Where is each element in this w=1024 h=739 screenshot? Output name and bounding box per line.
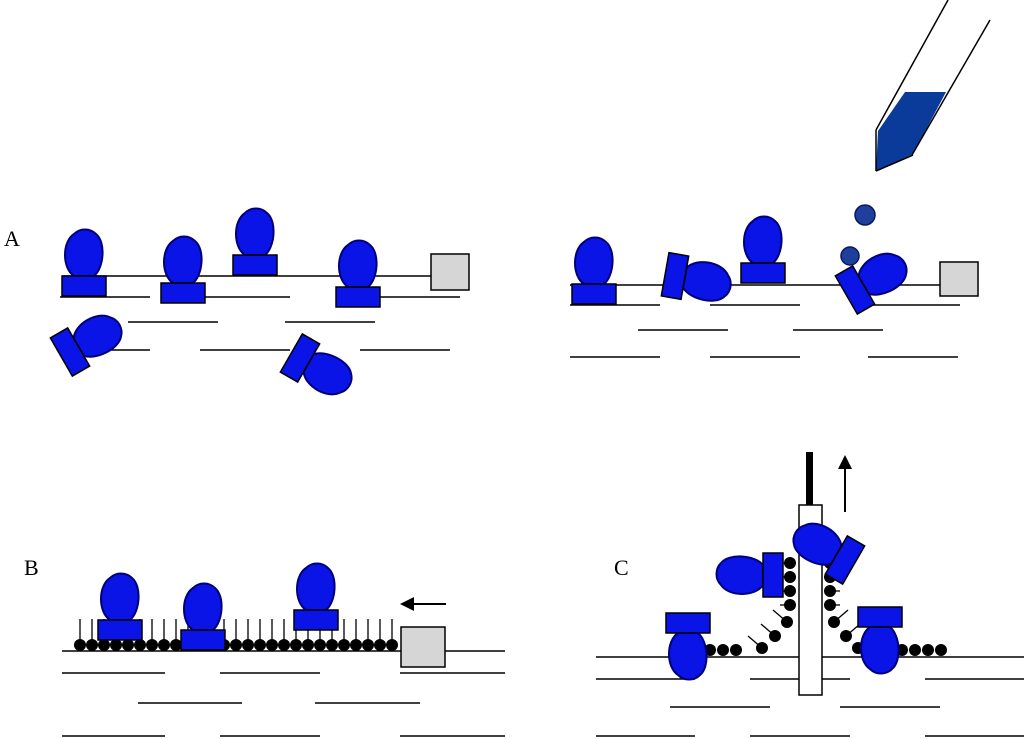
lipid-molecule [717,644,729,656]
protein [660,251,736,309]
panel-c: C [596,452,1024,737]
protein [571,236,617,305]
droplet [854,204,876,226]
protein [335,239,381,308]
withdrawal-arrow [838,455,852,512]
lipid-molecule [362,619,374,651]
protein [61,228,107,297]
protein [784,511,866,586]
panel-b: B [24,555,505,737]
lipid-molecule [170,619,182,651]
lipid-molecule [338,619,350,651]
protein [293,562,339,631]
lipid-molecule [840,623,861,642]
lipid-molecule [824,599,840,611]
protein [180,582,226,651]
lipid-molecule [230,619,242,651]
protein [740,215,786,284]
lipid-molecule [386,619,398,651]
lipid-molecule [909,644,921,656]
lipid-molecule [760,623,781,642]
lipid-molecule [158,619,170,651]
lipid-molecule [828,609,849,628]
barrier-block [430,253,470,291]
lipid-molecule [254,619,266,651]
droplet [840,246,860,266]
lipid-molecule [730,644,742,656]
lipid-molecule [824,585,840,597]
compression-arrow [400,597,446,611]
panel-a-left-scene [49,207,470,407]
lipid-molecule [146,619,158,651]
protein [715,552,784,598]
protein [665,612,711,681]
substrate-holder [806,452,813,507]
lipid-molecule [86,619,98,651]
barrier-block [400,626,446,668]
panel-b-label: B [24,555,39,580]
protein [279,332,361,407]
lipid-molecule [780,599,796,611]
protein [49,303,131,378]
barrier-block [939,261,979,297]
panel-a: A [4,0,991,407]
protein [232,207,278,276]
panel-a-right-scene [570,0,991,358]
protein [857,606,903,675]
panel-a-label: A [4,226,20,251]
lipid-molecule [772,609,793,628]
lipid-molecule [374,619,386,651]
lipid-molecule [74,619,86,651]
lipid-molecule [266,619,278,651]
lipid-molecule [922,644,934,656]
pipette [875,0,991,172]
protein [97,572,143,641]
lipid-molecule [747,635,768,654]
protein [160,235,206,304]
panel-c-label: C [614,555,629,580]
lipid-molecule [242,619,254,651]
lipid-molecule [278,619,290,651]
lipid-molecule [350,619,362,651]
lipid-molecule [935,644,947,656]
